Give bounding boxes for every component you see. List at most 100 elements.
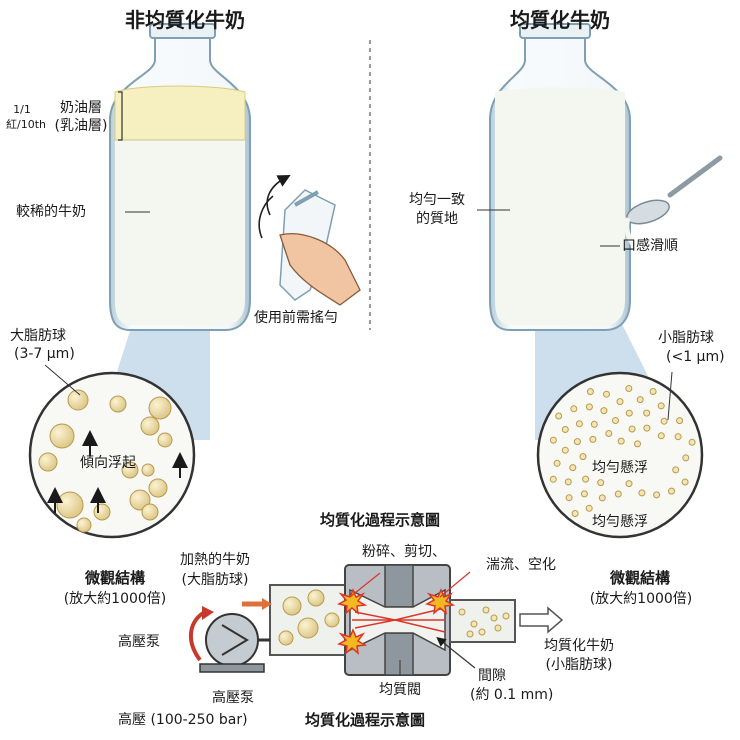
small-fat-globule [549, 436, 557, 444]
small-fat-globule [575, 420, 583, 428]
high-pressure-pump-icon [199, 613, 270, 673]
small-fat-globule [688, 438, 696, 446]
small-fat-globule [597, 479, 605, 487]
large-fat-globule [76, 517, 92, 533]
large-fat-globule [148, 396, 172, 420]
left-micro-title: 微觀結構 [84, 569, 145, 587]
small-fat-globule [589, 435, 597, 443]
small-fat-globule [625, 385, 633, 392]
output-flow-arrow [519, 606, 564, 634]
large-fat-globule [141, 463, 155, 477]
right-micro-title: 微觀結構 [609, 569, 670, 587]
small-fat-globule [603, 390, 610, 398]
cavitation-burst-icons [337, 588, 456, 655]
small-fat-globule [585, 403, 593, 411]
pipe-large-globule [297, 617, 319, 639]
small-fat-globule [628, 425, 636, 433]
small-fat-globule [672, 466, 680, 474]
small-fat-globule [590, 420, 598, 428]
small-fat-globule [674, 433, 682, 441]
left-milk-bottle [109, 23, 251, 331]
large-globule-size: (3-7 μm) [14, 346, 75, 362]
pipe-large-globule [307, 589, 325, 607]
left-micro-sub: (放大約1000倍) [63, 591, 167, 607]
small-fat-globule [561, 426, 569, 433]
small-fat-globule [643, 424, 651, 432]
pipe-small-globule [458, 608, 466, 616]
small-fat-globule [682, 454, 690, 462]
small-fat-globule [564, 478, 572, 486]
small-fat-globule [580, 490, 588, 498]
large-fat-globule [93, 503, 111, 521]
uniform-texture-sub: 的質地 [416, 211, 458, 227]
large-fat-globule [140, 416, 160, 436]
pipe-small-globule [490, 614, 498, 622]
small-fat-globule [582, 475, 590, 483]
output-label: 均質化牛奶 [544, 638, 614, 654]
small-fat-globule [565, 494, 573, 502]
small-fat-globule [605, 430, 613, 437]
spoon-icon [624, 155, 723, 248]
heated-milk-label: 加熱的牛奶 [180, 552, 250, 568]
right-micro-sub: (放大約1000倍) [589, 591, 693, 607]
small-fat-globule [561, 446, 569, 454]
gap-label: 間隙 [478, 668, 506, 684]
suspended-label-1: 均勻懸浮 [592, 460, 648, 476]
pump-rotation-arrow [189, 610, 207, 662]
small-fat-globule [676, 417, 684, 425]
small-fat-globule [553, 459, 561, 467]
small-fat-globule [614, 490, 622, 498]
small-fat-globule [668, 487, 675, 495]
hand-shaking-bottle-icon [258, 174, 361, 306]
small-fat-globule [573, 438, 581, 446]
output-sub-label: (小脂肪球) [545, 657, 613, 673]
uniform-texture-label: 均勻一致 [409, 192, 465, 208]
shake-before-use-label: 使用前需搖勻 [254, 310, 338, 326]
large-fat-globule [109, 395, 127, 413]
pipe-small-globule [494, 624, 502, 632]
large-fat-globule [121, 461, 139, 479]
small-fat-globule [616, 398, 624, 406]
small-fat-globule [638, 489, 646, 497]
cream-bracket [118, 91, 123, 141]
pump-label: 高壓泵 [212, 690, 254, 706]
small-fat-globule [569, 464, 577, 472]
right-milk-bottle [489, 23, 631, 331]
pipe-small-globule [470, 620, 478, 628]
small-fat-globule [649, 388, 657, 395]
small-globule-size: (<1 μm) [666, 349, 725, 365]
small-fat-globule [617, 437, 625, 445]
heated-milk-sub: (大脂肪球) [181, 572, 249, 588]
pump-side-label: 高壓泵 [118, 634, 160, 650]
large-fat-globule [141, 503, 159, 521]
large-fat-globule [129, 489, 151, 511]
suspended-label-2: 均勻懸浮 [592, 514, 648, 530]
left-title: 非均質化牛奶 [125, 8, 245, 32]
pipe-large-globule [324, 612, 340, 628]
large-fat-globule [56, 491, 84, 519]
pipe-large-globule [282, 596, 302, 616]
large-fat-globule [38, 452, 58, 472]
right-title: 均質化牛奶 [510, 8, 610, 32]
small-fat-globule [657, 432, 665, 440]
small-fat-globule [585, 504, 593, 512]
small-globule-label: 小脂肪球 [658, 330, 714, 346]
small-fat-globule [634, 440, 641, 448]
smooth-mouthfeel-label: 口感滑順 [622, 238, 678, 254]
ratio-label-2: 紅/10th [6, 118, 46, 131]
small-fat-globule [586, 388, 594, 396]
small-fat-globule [549, 475, 557, 483]
pipe-small-globule [482, 606, 490, 614]
large-fat-globule [49, 423, 75, 449]
right-microscope-view [536, 371, 704, 539]
small-fat-globule [571, 510, 579, 517]
small-fat-globule [612, 417, 619, 424]
cream-layer-sub-label: (乳油層) [54, 118, 108, 134]
rising-label: 傾向浮起 [80, 455, 136, 471]
process-title: 均質化過程示意圖 [319, 511, 440, 529]
small-fat-globule [598, 494, 606, 502]
small-fat-globule [600, 407, 608, 415]
pipe-small-globule [466, 630, 474, 638]
large-fat-globule [67, 389, 89, 411]
